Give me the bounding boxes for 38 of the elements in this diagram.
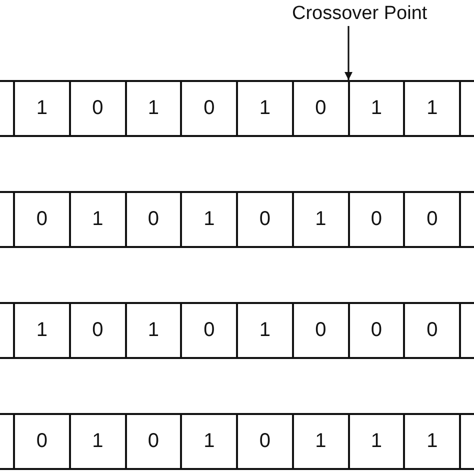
empty-cell <box>459 302 474 359</box>
bit-cell: 1 <box>292 191 350 248</box>
bit-cell: 0 <box>348 302 406 359</box>
bit-cell: 0 <box>13 413 71 470</box>
bit-cell: 1 <box>403 413 461 470</box>
bit-cell: 0 <box>124 413 182 470</box>
bit-cell: 1 <box>348 413 406 470</box>
bit-cell: 1 <box>180 413 238 470</box>
bit-cell: 0 <box>68 302 126 359</box>
arrow <box>344 26 352 80</box>
empty-cell <box>459 80 474 137</box>
bit-cell: 0 <box>403 191 461 248</box>
bit-cell: 0 <box>124 191 182 248</box>
bit-cell: 1 <box>292 413 350 470</box>
bit-cell: 1 <box>13 80 71 137</box>
bit-cell: 1 <box>180 191 238 248</box>
bit-cell: 1 <box>124 302 182 359</box>
bit-cell: 1 <box>403 80 461 137</box>
bit-cell: 1 <box>124 80 182 137</box>
empty-cell <box>459 413 474 470</box>
bit-cell: 0 <box>13 191 71 248</box>
bit-cell: 1 <box>13 302 71 359</box>
bit-cell: 1 <box>236 80 294 137</box>
crossover-label: Crossover Point <box>292 4 428 23</box>
bit-cell: 0 <box>180 80 238 137</box>
bit-cell: 0 <box>403 302 461 359</box>
bit-cell: 0 <box>348 191 406 248</box>
bit-cell: 1 <box>348 80 406 137</box>
bit-cell: 1 <box>68 413 126 470</box>
bit-cell: 0 <box>236 413 294 470</box>
bit-cell: 0 <box>180 302 238 359</box>
bit-cell: 0 <box>292 302 350 359</box>
bit-cell: 0 <box>292 80 350 137</box>
bit-cell: 1 <box>236 302 294 359</box>
bit-cell: 1 <box>68 191 126 248</box>
bit-cell: 0 <box>68 80 126 137</box>
bit-cell: 0 <box>236 191 294 248</box>
empty-cell <box>459 191 474 248</box>
